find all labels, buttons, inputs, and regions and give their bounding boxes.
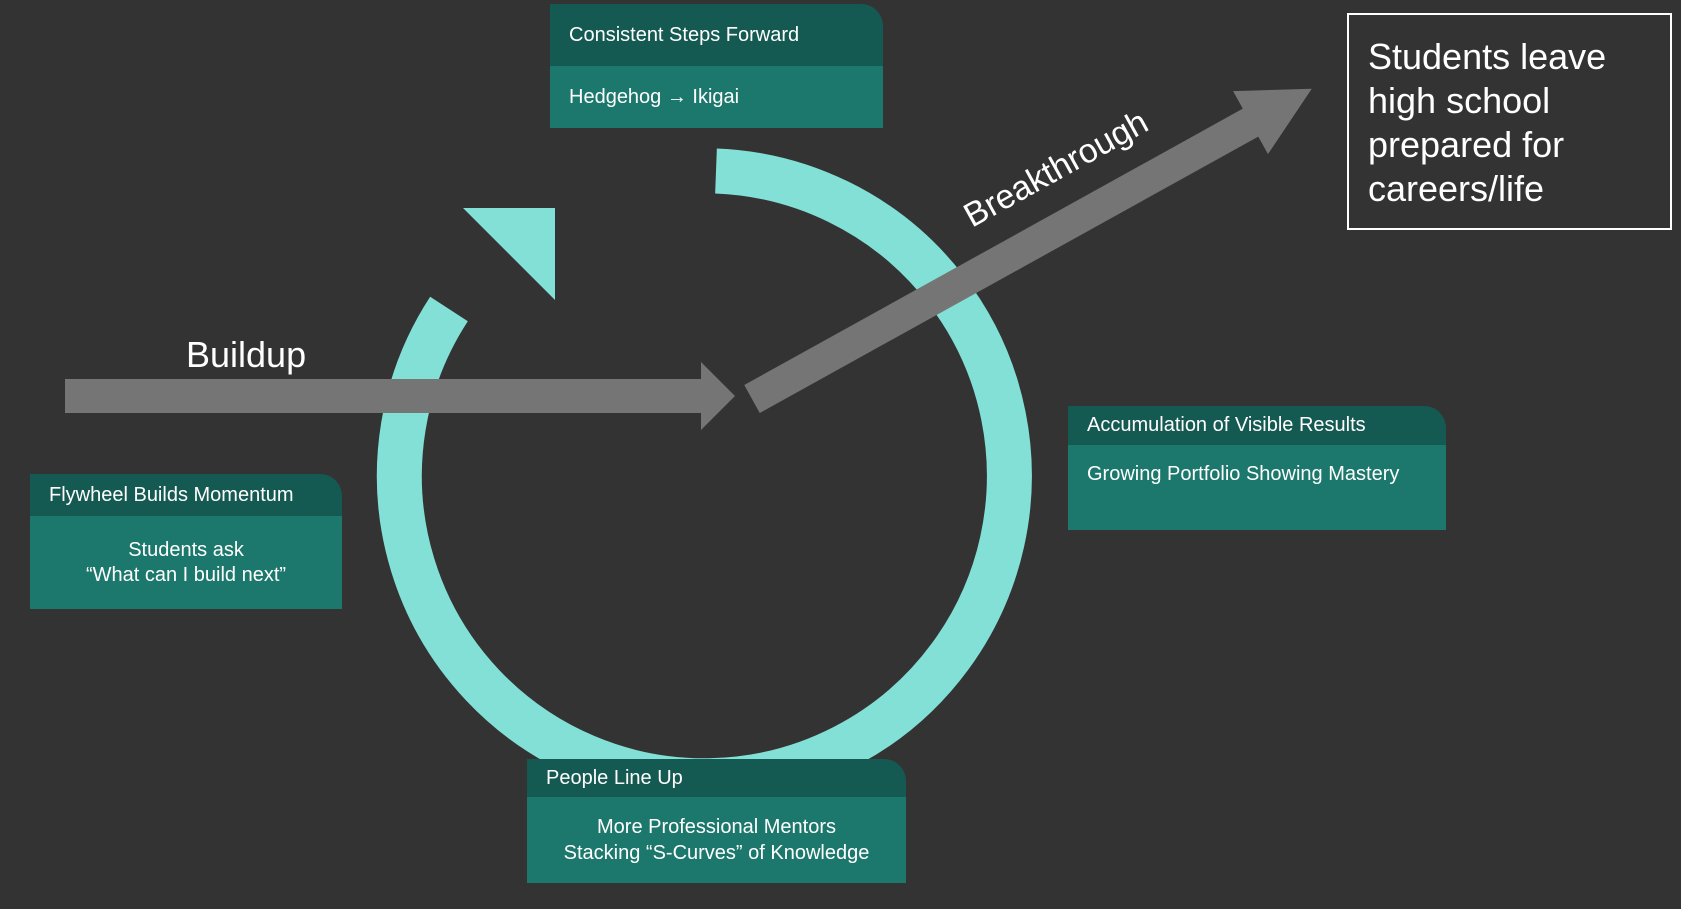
card-visible-results: Accumulation of Visible Results Growing …	[1068, 406, 1446, 530]
outcome-line: prepared for	[1368, 124, 1565, 165]
card-header: Flywheel Builds Momentum	[30, 474, 342, 516]
buildup-arrow	[65, 362, 735, 430]
card-body: Growing Portfolio Showing Mastery	[1068, 445, 1446, 530]
card-body: Hedgehog → Ikigai	[550, 66, 883, 128]
outcome-line: Students leave	[1368, 36, 1607, 77]
card-people-line-up: People Line Up More Professional Mentors…	[527, 759, 906, 883]
outcome-line: careers/life	[1368, 168, 1545, 209]
card-body: More Professional Mentors Stacking “S-Cu…	[527, 797, 906, 883]
card-body-line: Stacking “S-Curves” of Knowledge	[563, 842, 870, 864]
card-header: People Line Up	[527, 759, 906, 797]
breakthrough-arrow	[744, 88, 1312, 413]
card-body-line: More Professional Mentors	[597, 816, 836, 838]
card-header: Accumulation of Visible Results	[1068, 406, 1446, 445]
flywheel-ring	[376, 148, 1032, 804]
card-body-line: “What can I build next”	[85, 563, 287, 586]
buildup-label: Buildup	[186, 334, 306, 375]
card-body-line: Students ask	[128, 538, 244, 561]
card-header: Consistent Steps Forward	[550, 4, 883, 66]
outcome-box: Students leave high school prepared for …	[1347, 13, 1672, 230]
card-flywheel-momentum: Flywheel Builds Momentum Students ask “W…	[30, 474, 342, 609]
card-body: Students ask “What can I build next”	[30, 516, 342, 609]
flywheel-arrowhead	[463, 208, 555, 300]
outcome-line: high school	[1368, 80, 1551, 121]
card-consistent-steps: Consistent Steps Forward Hedgehog → Ikig…	[550, 4, 883, 128]
